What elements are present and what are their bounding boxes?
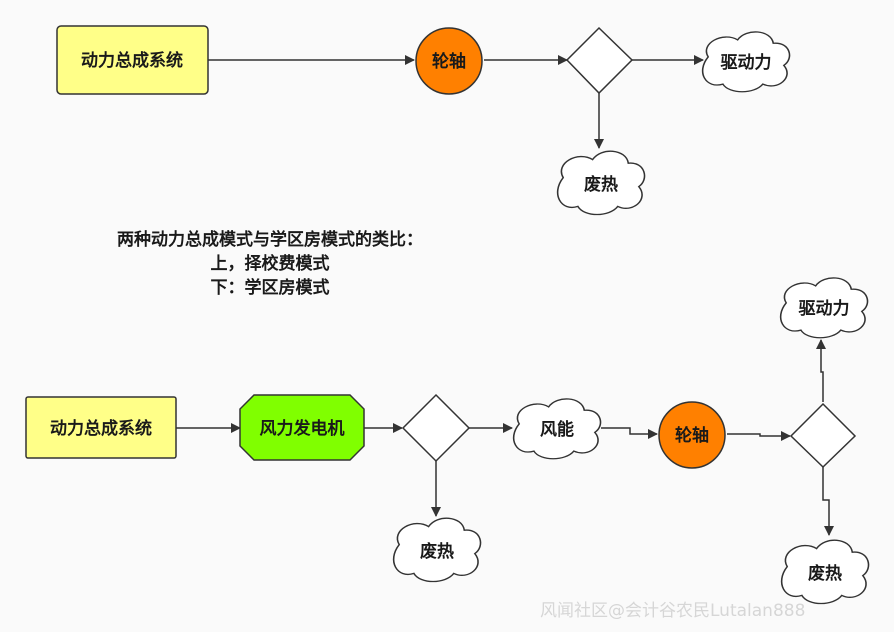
bottom-axle-label: 轮轴 bbox=[675, 425, 709, 446]
analogy-note-top: 上，择校费模式 bbox=[210, 254, 330, 274]
bottom-arrow-wind-axle bbox=[601, 427, 658, 439]
bottom-axle-circle bbox=[658, 401, 726, 469]
analogy-note-bottom: 下：学区房模式 bbox=[210, 278, 330, 298]
bottom-source-box bbox=[25, 396, 177, 459]
bottom-loss-label-2: 废热 bbox=[808, 563, 842, 584]
bottom-generator-octagon bbox=[239, 394, 365, 461]
analogy-note: 两种动力总成模式与学区房模式的类比： 上，择校费模式 下：学区房模式 bbox=[60, 228, 480, 300]
bottom-wind-label: 风能 bbox=[540, 419, 574, 440]
top-loss-label: 废热 bbox=[584, 174, 618, 195]
top-source-label: 动力总成系统 bbox=[81, 50, 183, 71]
bottom-flow: 动力总成系统 风力发电机 风能 轮轴 驱动力 废热 废热 bbox=[25, 277, 870, 605]
top-output-label: 驱动力 bbox=[721, 52, 772, 73]
top-decision-diamond bbox=[565, 26, 634, 95]
bottom-decision-diamond bbox=[401, 393, 471, 463]
bottom-output-label: 驱动力 bbox=[799, 298, 850, 319]
bottom-decision-diamond-2 bbox=[789, 402, 857, 469]
bottom-generator-label: 风力发电机 bbox=[260, 418, 345, 439]
top-axle-circle bbox=[415, 27, 483, 95]
watermark: 风闻社区@会计谷农民Lutalan888 bbox=[540, 601, 806, 621]
top-axle-label: 轮轴 bbox=[432, 51, 466, 72]
bottom-arrow-decision2-output bbox=[816, 339, 826, 402]
bottom-source-label: 动力总成系统 bbox=[50, 418, 152, 439]
top-source-box bbox=[56, 25, 209, 95]
top-flow: 动力总成系统 轮轴 驱动力 废热 bbox=[56, 25, 791, 216]
bottom-arrow-decision2-loss bbox=[822, 467, 834, 536]
bottom-loss-label: 废热 bbox=[420, 541, 454, 562]
bottom-arrow-axle-decision bbox=[727, 431, 791, 441]
analogy-note-title: 两种动力总成模式与学区房模式的类比： bbox=[117, 230, 423, 250]
